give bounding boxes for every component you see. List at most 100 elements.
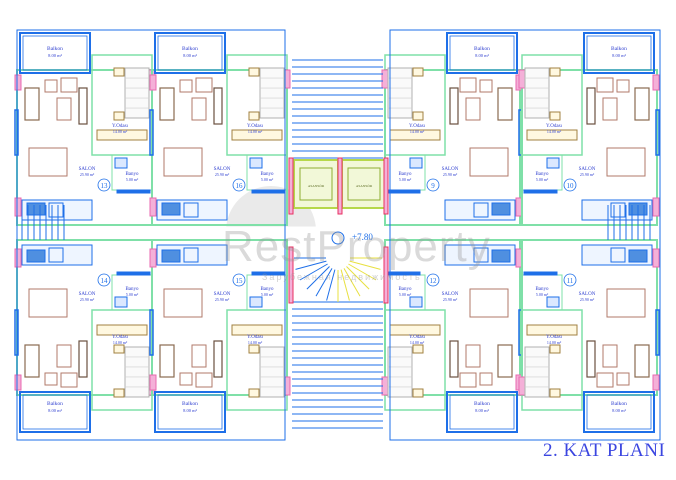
nightstand: [549, 344, 561, 354]
dining-table: [28, 147, 68, 177]
bathroom-window: [251, 189, 286, 194]
spiral-step: [306, 266, 330, 290]
plan-title: 2. KAT PLANI: [543, 440, 666, 461]
balcony-area: 8.00 m²: [48, 53, 63, 58]
dining-table: [469, 288, 509, 318]
tv-unit: [78, 340, 88, 378]
window: [14, 248, 22, 268]
tv-unit: [586, 340, 596, 378]
cooktop: [473, 247, 489, 263]
cooktop: [473, 202, 489, 218]
nightstand: [248, 388, 260, 398]
balcony-railing: [583, 391, 655, 433]
wardrobe: [231, 129, 283, 141]
bathtub: [409, 157, 423, 169]
nightstand: [412, 67, 424, 77]
bedroom-area: 14.00 m²: [410, 129, 425, 134]
balcony-label: Balkon: [182, 46, 198, 52]
kitchen-sink: [628, 249, 648, 263]
nightstand: [113, 388, 125, 398]
armchair: [616, 372, 630, 386]
living-room-label: SALON: [79, 167, 96, 172]
bathtub: [249, 296, 263, 308]
wardrobe: [389, 324, 441, 336]
unit-number-circle: [563, 178, 577, 192]
bathroom-area: 5.00 m²: [536, 292, 549, 297]
window: [518, 69, 526, 89]
living-room-area: 25.90 m²: [215, 172, 230, 177]
wardrobe: [96, 129, 148, 141]
living-room-area: 25.90 m²: [443, 172, 458, 177]
unit-number-circle: [232, 178, 246, 192]
balcony-area: 8.00 m²: [183, 408, 198, 413]
window: [655, 109, 660, 156]
unit-number: 12: [430, 277, 438, 285]
balcony-area: 8.00 m²: [612, 53, 627, 58]
kitchen-sink: [26, 202, 46, 216]
unit-number-circle: [232, 273, 246, 287]
bathroom-label: Banyo: [260, 172, 274, 177]
balcony-inner-railing: [157, 394, 223, 430]
armchair: [479, 79, 493, 93]
balcony-area: 8.00 m²: [183, 53, 198, 58]
coffee-table: [56, 97, 72, 121]
sofa: [159, 87, 175, 121]
living-room-label: SALON: [79, 292, 96, 297]
bedroom-area: 14.00 m²: [113, 340, 128, 345]
window: [149, 109, 154, 156]
bedroom-area: 14.00 m²: [248, 340, 263, 345]
sofa: [497, 87, 513, 121]
bedroom-label: Y.Odası: [409, 124, 425, 129]
cooktop: [183, 247, 199, 263]
spiral-step: [340, 269, 350, 301]
bathroom-area: 5.00 m²: [536, 177, 549, 182]
spiral-step: [343, 268, 361, 297]
sofa: [634, 344, 650, 378]
nightstand: [549, 111, 561, 121]
sofa: [497, 344, 513, 378]
spiral-step: [348, 263, 377, 281]
coffee-table: [602, 97, 618, 121]
unit-number-circle: [97, 178, 111, 192]
balcony-area: 8.00 m²: [48, 408, 63, 413]
nightstand: [248, 344, 260, 354]
elevator-label: ASANSÖR: [308, 183, 325, 188]
bedroom-label: Y.Odası: [112, 335, 128, 340]
elevator-cabin: [299, 167, 333, 201]
nightstand: [248, 67, 260, 77]
living-room-area: 25.90 m²: [80, 172, 95, 177]
elevator-label: ASANSÖR: [356, 183, 373, 188]
bathroom-label: Banyo: [125, 287, 139, 292]
kitchen-sink: [161, 249, 181, 263]
window: [518, 376, 526, 396]
bathroom-label: Banyo: [398, 172, 412, 177]
cooktop: [48, 202, 64, 218]
tv-unit: [213, 87, 223, 125]
balcony-railing: [154, 32, 226, 74]
balcony-label: Balkon: [474, 401, 490, 407]
nightstand: [412, 111, 424, 121]
kitchen-sink: [26, 249, 46, 263]
tv-unit: [78, 87, 88, 125]
bedroom-label: Y.Odası: [546, 335, 562, 340]
armchair: [195, 372, 213, 388]
balcony-inner-railing: [449, 35, 515, 71]
unit-number: 11: [567, 277, 574, 285]
tv-unit: [213, 340, 223, 378]
sofa: [634, 87, 650, 121]
window: [652, 197, 660, 217]
armchair: [179, 79, 193, 93]
bathroom-label: Banyo: [125, 172, 139, 177]
tv-unit: [449, 87, 459, 125]
armchair: [596, 372, 614, 388]
nightstand: [549, 67, 561, 77]
window: [14, 74, 22, 91]
dining-table: [163, 147, 203, 177]
coffee-table: [56, 344, 72, 368]
living-room-area: 25.90 m²: [580, 297, 595, 302]
tv-unit: [586, 87, 596, 125]
